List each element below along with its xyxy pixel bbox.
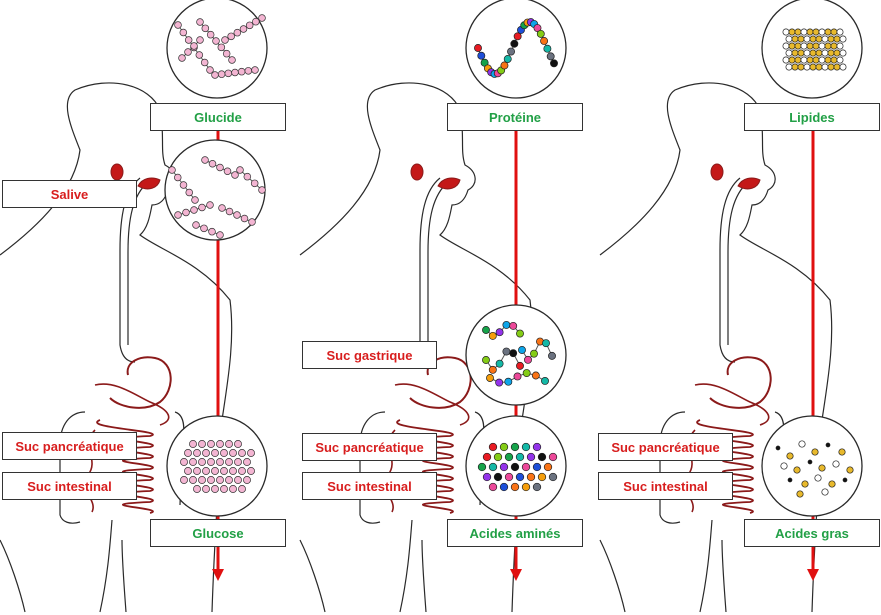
secretion-label-suc-intestinal: Suc intestinal: [2, 472, 137, 500]
secretion-label-suc-pancreatique: Suc pancréatique: [2, 432, 137, 460]
secretion-label-suc-intestinal: Suc intestinal: [598, 472, 733, 500]
glucose-chain-icon: [174, 21, 214, 74]
product-label-acides-gras: Acides gras: [744, 519, 880, 547]
body-outline: [599, 82, 833, 613]
glucose-chain-icon: [178, 36, 204, 62]
fatty-acids-icon: [775, 440, 854, 498]
glucose-chain-icon: [221, 14, 266, 44]
salivary-gland: [410, 163, 424, 181]
mouth: [737, 177, 761, 190]
secretion-label-salive: Salive: [2, 180, 137, 208]
peptide-fragments-icon: [486, 369, 549, 387]
glucose-fragments-icon: [168, 166, 199, 204]
lipid-droplet-icon: [782, 28, 847, 71]
fatty-acids-icon: [761, 415, 863, 517]
stomach: [709, 356, 772, 409]
pancreas: [94, 383, 170, 426]
secretion-label-suc-pancreatique: Suc pancréatique: [598, 433, 733, 461]
mouth: [437, 177, 461, 190]
peptide-fragments-icon: [518, 337, 556, 364]
glucose-fragments-icon: [218, 204, 256, 226]
peptide-fragments-icon: [482, 320, 524, 340]
nutrient-label-glucide: Glucide: [150, 103, 286, 131]
pancreas: [694, 383, 770, 426]
glucose-fragments-icon: [201, 156, 239, 179]
body-outline: [299, 82, 533, 613]
salivary-gland: [710, 163, 724, 181]
mouth: [137, 177, 161, 190]
pancreas: [394, 383, 470, 426]
protein-chain-icon: [474, 18, 558, 78]
product-label-glucose: Glucose: [150, 519, 286, 547]
nutrient-label-lipides: Lipides: [744, 103, 880, 131]
nutrient-label-proteine: Protéine: [447, 103, 583, 131]
human-silhouette: [599, 82, 833, 613]
glucose-fragments-icon: [192, 221, 224, 239]
amino-acids-icon: [477, 442, 558, 492]
peptide-fragments-icon: [482, 347, 524, 374]
secretion-label-suc-pancreatique: Suc pancréatique: [302, 433, 437, 461]
glucose-fragments-icon: [236, 166, 266, 194]
glucose-units-icon: [180, 440, 255, 493]
glucose-chain-icon: [196, 18, 236, 64]
glucose-fragments-icon: [174, 201, 214, 219]
glucose-chain-icon: [211, 66, 259, 79]
secretion-label-suc-intestinal: Suc intestinal: [302, 472, 437, 500]
product-label-acides-amines: Acides aminés: [447, 519, 583, 547]
stomach: [109, 356, 172, 409]
secretion-label-suc-gastrique: Suc gastrique: [302, 341, 437, 369]
lipid-droplet-icon: [761, 0, 863, 99]
